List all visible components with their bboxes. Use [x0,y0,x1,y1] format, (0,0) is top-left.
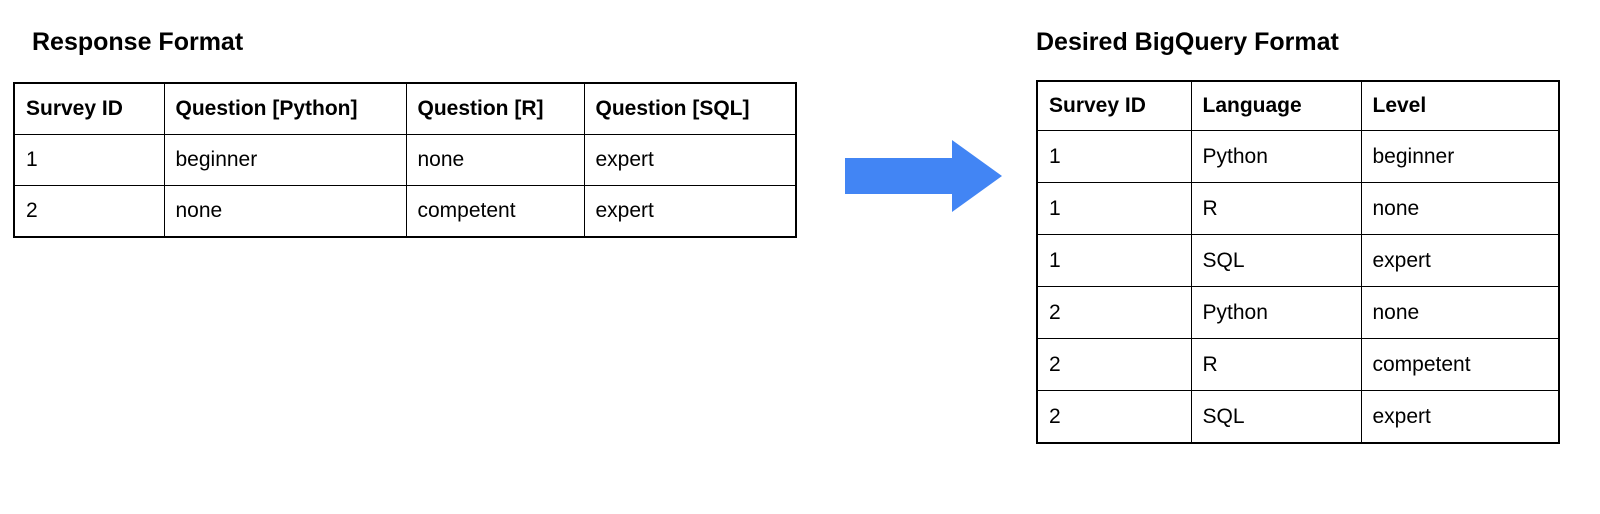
cell-survey-id: 1 [1036,182,1192,235]
column-header-level: Level [1360,80,1560,131]
bigquery-format-title: Desired BigQuery Format [1036,28,1339,56]
transform-arrow-icon [845,140,1002,212]
table-row: 1 Python beginner [1036,130,1560,183]
cell-language: SQL [1190,234,1362,287]
cell-language: Python [1190,130,1362,183]
column-header-survey-id: Survey ID [13,82,165,135]
table-row: 1 SQL expert [1036,234,1560,287]
cell-language: R [1190,182,1362,235]
cell-survey-id: 2 [1036,286,1192,339]
cell-level: competent [1360,338,1560,391]
cell-language: Python [1190,286,1362,339]
cell-question-python: none [163,185,407,238]
bigquery-format-table: Survey ID Language Level 1 Python beginn… [1036,80,1560,444]
cell-survey-id: 1 [13,134,165,186]
cell-level: none [1360,286,1560,339]
column-header-question-r: Question [R] [405,82,585,135]
column-header-survey-id: Survey ID [1036,80,1192,131]
cell-question-r: competent [405,185,585,238]
cell-question-sql: expert [583,134,797,186]
cell-level: beginner [1360,130,1560,183]
cell-survey-id: 2 [1036,338,1192,391]
cell-language: R [1190,338,1362,391]
table-row: 2 none competent expert [13,185,797,238]
cell-level: expert [1360,234,1560,287]
response-format-panel: Response Format Survey ID Question [Pyth… [13,30,797,238]
table-header-row: Survey ID Question [Python] Question [R]… [13,82,797,135]
table-header-row: Survey ID Language Level [1036,80,1560,131]
cell-level: expert [1360,390,1560,444]
cell-question-r: none [405,134,585,186]
response-format-table: Survey ID Question [Python] Question [R]… [13,82,797,238]
column-header-question-sql: Question [SQL] [583,82,797,135]
column-header-language: Language [1190,80,1362,131]
table-row: 2 Python none [1036,286,1560,339]
cell-survey-id: 1 [1036,234,1192,287]
cell-question-python: beginner [163,134,407,186]
cell-language: SQL [1190,390,1362,444]
cell-survey-id: 2 [1036,390,1192,444]
table-row: 1 R none [1036,182,1560,235]
response-format-title: Response Format [32,28,244,56]
column-header-question-python: Question [Python] [163,82,407,135]
cell-survey-id: 1 [1036,130,1192,183]
arrow-shape [845,140,1002,212]
table-row: 2 SQL expert [1036,390,1560,444]
cell-level: none [1360,182,1560,235]
cell-survey-id: 2 [13,185,165,238]
bigquery-format-panel: Desired BigQuery Format Survey ID Langua… [1036,30,1560,444]
table-row: 1 beginner none expert [13,134,797,186]
table-row: 2 R competent [1036,338,1560,391]
cell-question-sql: expert [583,185,797,238]
